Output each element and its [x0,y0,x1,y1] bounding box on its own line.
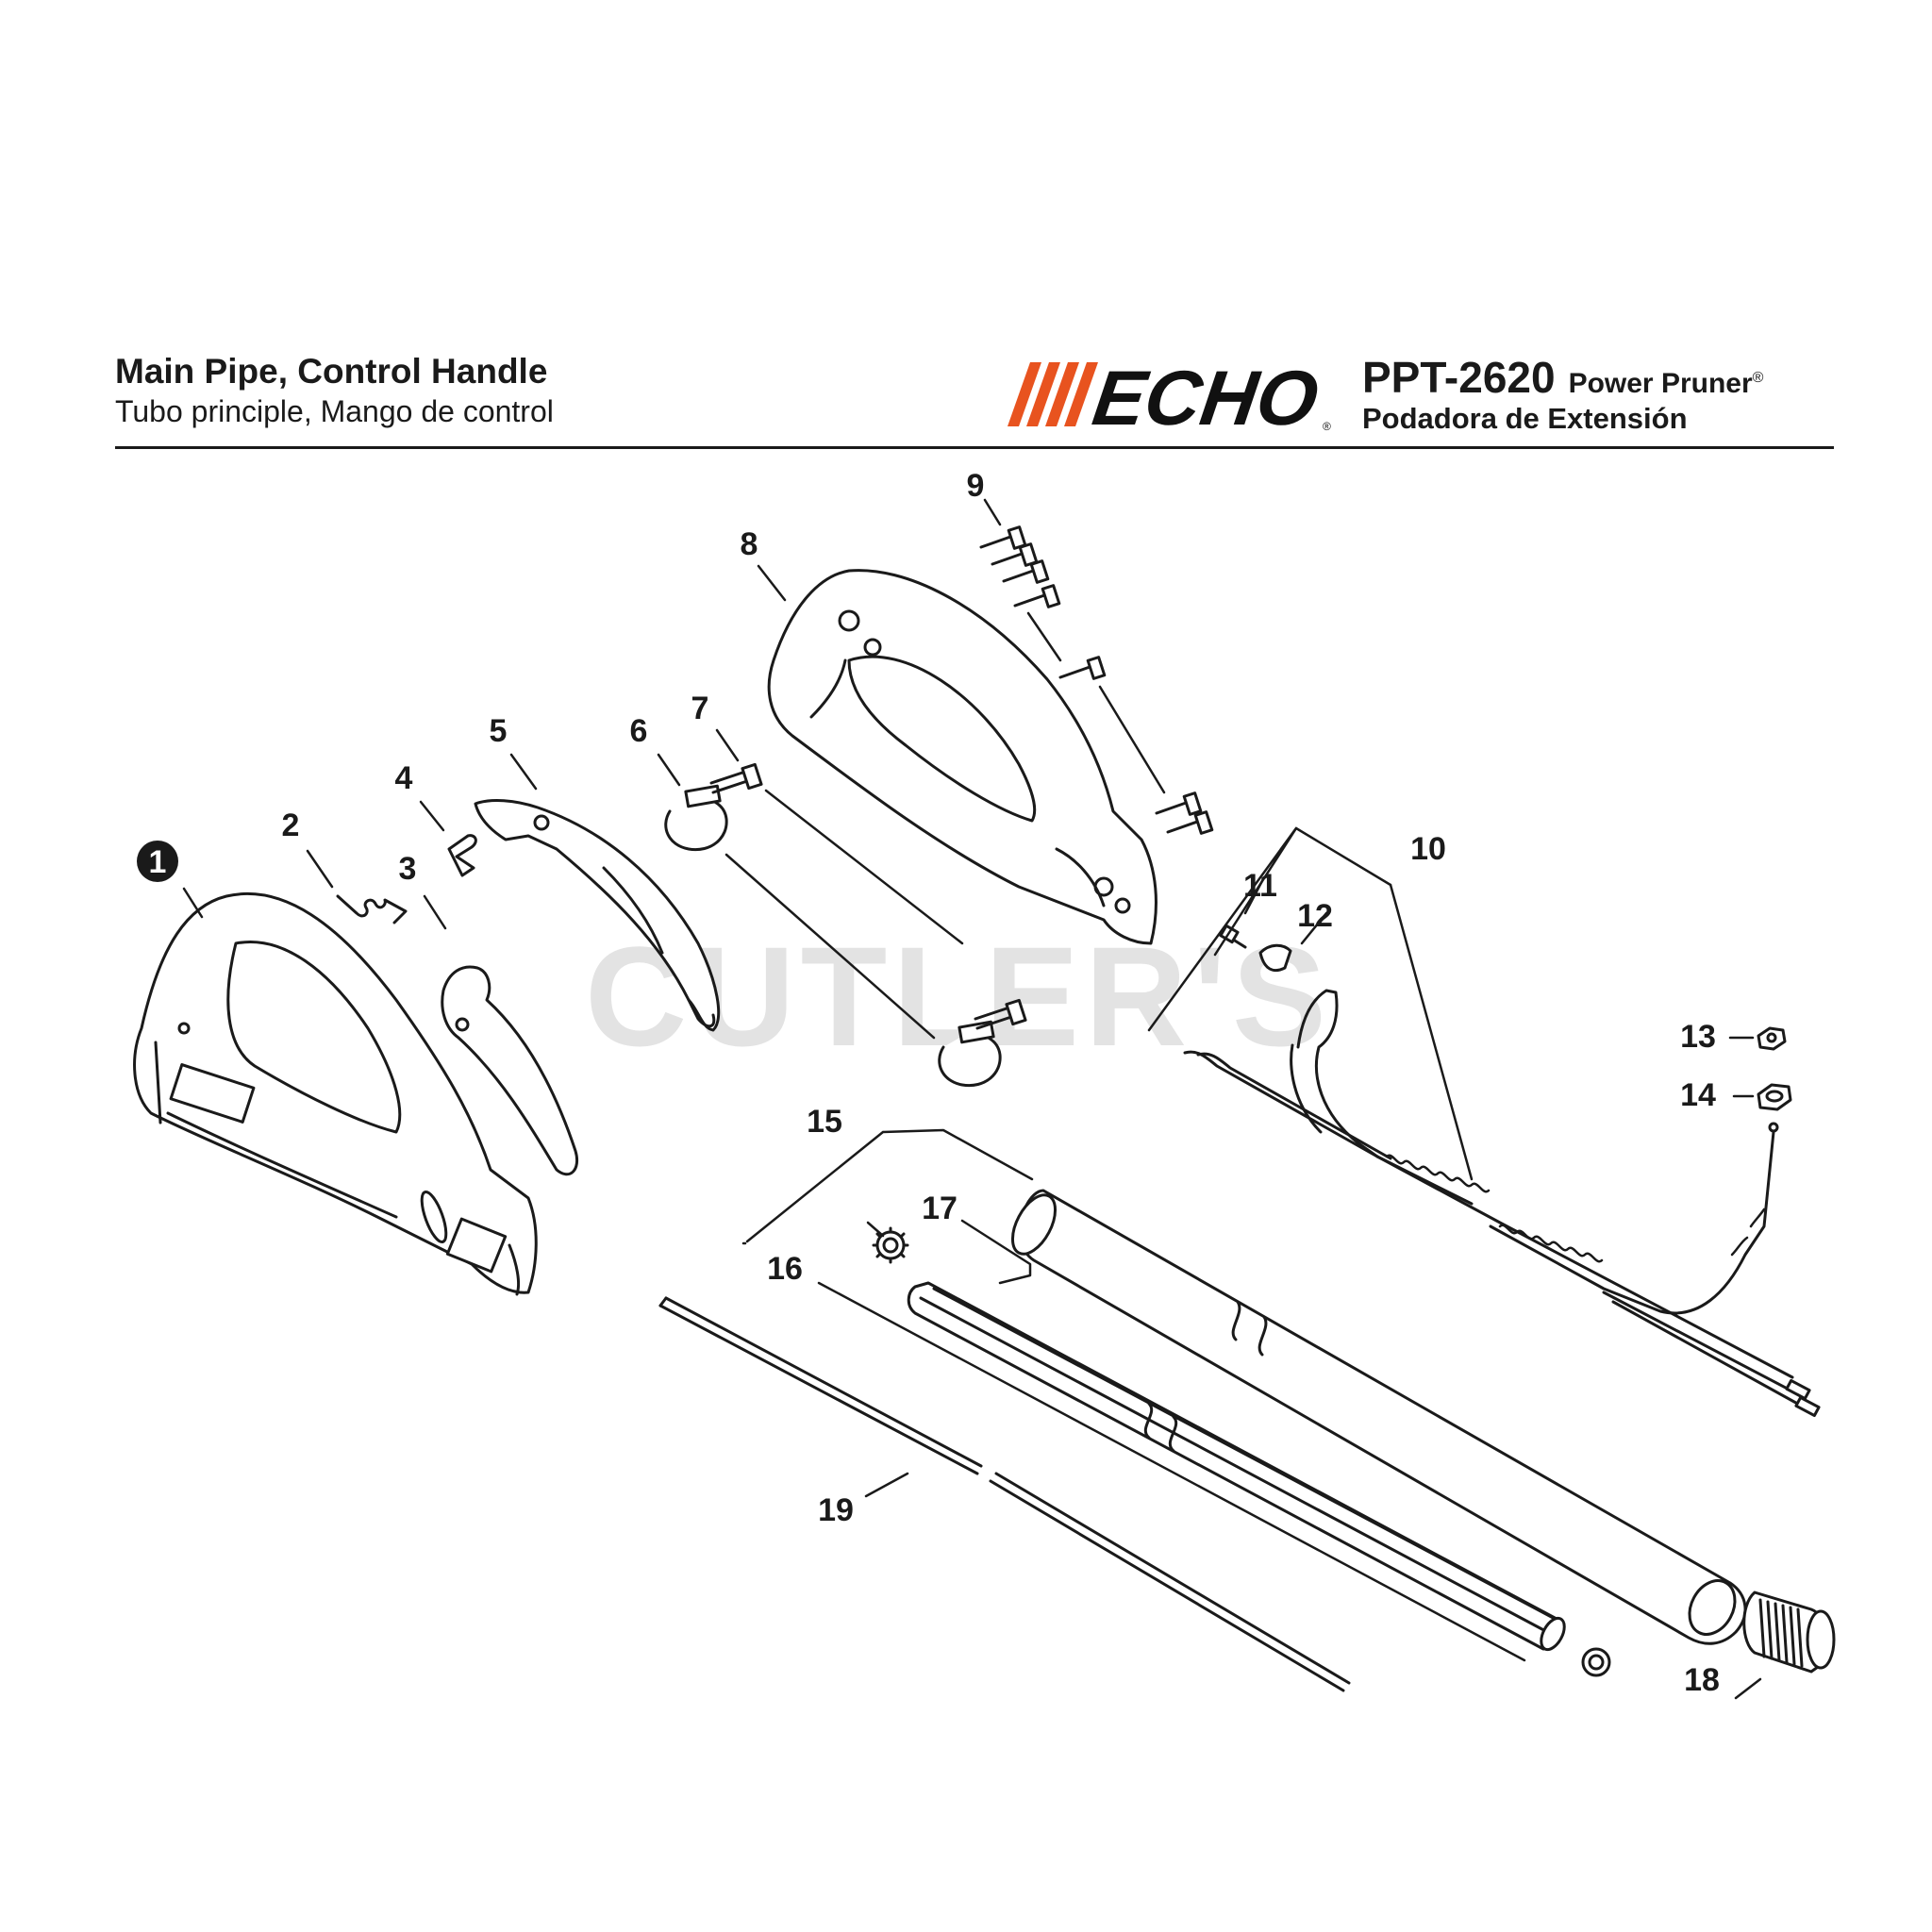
leader-9 [983,498,1002,526]
callout-1: 1 [149,844,167,880]
callout-5: 5 [490,713,508,749]
leader-10-stem [1279,826,1298,851]
leader-3 [423,894,447,930]
callout-7: 7 [691,691,709,726]
part-18-coupler [1742,1591,1836,1674]
leader-16 [817,1281,1526,1662]
part-5-lockout-lever [474,799,721,1032]
callout-17: 17 [922,1191,958,1226]
callout-13: 13 [1680,1019,1716,1055]
part-7-screw [709,762,1027,1030]
leader-12 [1300,911,1328,945]
callout-labels: 1 2 3 4 5 6 7 8 9 10 11 12 13 14 15 16 1… [137,468,1720,1698]
leader-16-ring [866,1221,885,1238]
part-16-retaining-ring [872,1226,1611,1677]
part-6-clamp [664,784,1002,1088]
product-name-text: Power Pruner [1568,368,1753,399]
part-10-coil-boots [1385,1154,1766,1263]
registered-mark: ® [1752,370,1764,386]
callout-4: 4 [395,760,413,796]
echo-logo: ECHO ® [1008,355,1331,434]
callout-3: 3 [399,851,417,887]
part-14-nut [1757,1083,1792,1111]
leader-6 [657,753,681,787]
part-17-liner [907,1281,1566,1652]
part-1-handle-half [133,891,538,1296]
product-name: Power Pruner® [1569,368,1764,399]
leader-17 [960,1219,1032,1285]
callout-6: 6 [630,713,648,749]
section-title-spanish: Tubo principle, Mango de control [115,394,554,428]
callout-16: 16 [767,1251,803,1287]
leader-9b [1026,611,1166,794]
callout-8: 8 [741,526,758,562]
part-10-throttle-cable [1183,989,1821,1418]
model-number: PPT-2620 [1362,353,1556,402]
leader-19 [864,1472,909,1498]
callout-15: 15 [807,1104,842,1140]
leader-lines [182,498,1762,1700]
logo-registered-mark: ® [1323,420,1331,433]
leader-5 [509,753,538,791]
title-block: Main Pipe, Control Handle Tubo principle… [115,351,554,430]
part-4-clip [447,834,477,877]
section-title: Main Pipe, Control Handle [115,352,548,391]
part-19-drive-shaft [658,1296,1351,1692]
header-rule [115,446,1834,449]
callout-9: 9 [967,468,985,504]
callout-11: 11 [1243,868,1277,904]
part-15-main-pipe [1010,1189,1747,1645]
leader-8 [757,564,787,602]
callout-2: 2 [282,808,300,843]
leader-18 [1734,1677,1762,1700]
model-line: PPT-2620 Power Pruner® [1362,353,1763,402]
callout-19: 19 [818,1492,854,1528]
product-name-spanish: Podadora de Extensión [1362,402,1688,435]
logo-stripes [1008,362,1098,426]
part-13-nut [1757,1026,1787,1051]
callout-18: 18 [1684,1662,1720,1698]
leader-4 [419,800,445,832]
leader-7 [715,728,740,762]
leader-2 [306,849,334,889]
logo-wordmark: ECHO [1088,355,1324,434]
part-2-spring [336,894,408,924]
part-9-screw-set [979,525,1214,835]
part-8-handle-half [767,569,1158,945]
leader-10-bracket [1389,883,1474,1181]
part-3-throttle-trigger [441,965,578,1176]
callout-1-badge [137,841,178,882]
leader-1 [182,887,204,919]
leader-6-7-align [724,789,964,1040]
leader-15 [741,1128,1034,1245]
part-12-switch [1258,943,1292,973]
callout-12: 12 [1297,898,1333,934]
callout-14: 14 [1680,1077,1716,1113]
callout-10: 10 [1410,831,1446,867]
leader-11 [1243,875,1266,915]
